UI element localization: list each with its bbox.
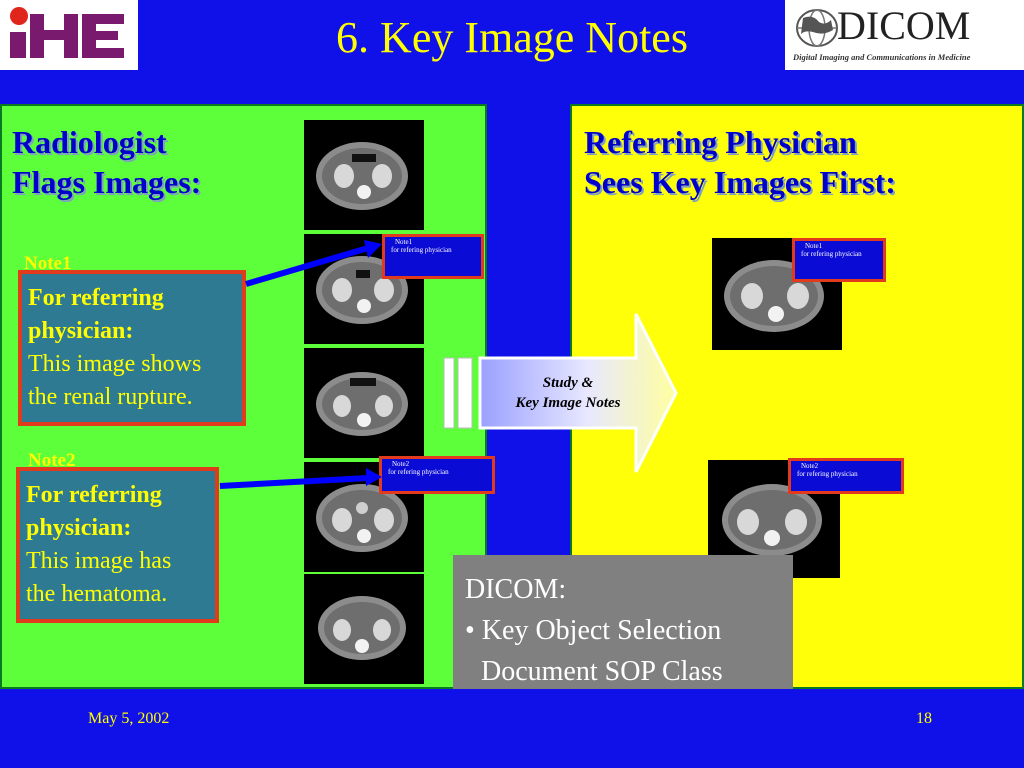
note2-bold-line1: For referring	[26, 482, 162, 508]
ihe-logo	[0, 0, 138, 70]
mini-note-1-label: Note1	[395, 238, 413, 246]
arrow-stripe-1	[443, 357, 455, 429]
note1-bold-line1: For referring	[28, 285, 164, 311]
dicom-info-box: DICOM: • Key Object Selection Document S…	[453, 555, 793, 689]
dicom-tagline: Digital Imaging and Communications in Me…	[793, 52, 971, 62]
dicom-box-line1: DICOM:	[465, 574, 567, 605]
arrow-label-line2: Key Image Notes	[515, 395, 621, 411]
note1-text-line2: the renal rupture.	[28, 384, 193, 410]
right-heading: Referring Physician Sees Key Images Firs…	[584, 122, 896, 202]
note1-box: For referring physician: This image show…	[18, 270, 246, 426]
mini-note-1-text: for refering physician	[391, 246, 452, 254]
ct-image-5	[304, 574, 424, 684]
note1-bold-line2: physician:	[28, 318, 134, 344]
note1-connector-arrow	[245, 245, 369, 287]
note1-label: Note1	[24, 253, 72, 274]
right-mini-note-1: Note1 for refering physician	[792, 238, 886, 282]
right-heading-line1: Referring Physician	[584, 124, 857, 160]
right-mini-note-2-text: for refering physician	[797, 470, 858, 478]
dicom-box-line3: Document SOP Class	[481, 656, 723, 687]
footer-page-number: 18	[916, 710, 932, 727]
arrow-stripe-2	[457, 357, 473, 429]
right-mini-note-1-text: for refering physician	[801, 250, 862, 258]
connector-arrows	[219, 240, 382, 489]
left-heading-line2: Flags Images:	[12, 164, 202, 200]
note2-text-line2: the hematoma.	[26, 581, 168, 607]
arrow-label-line1: Study &	[542, 375, 594, 391]
arrow-body	[478, 313, 678, 473]
left-heading-line1: Radiologist	[12, 124, 167, 160]
right-mini-note-1-label: Note1	[805, 242, 823, 250]
note1-text-line1: This image shows	[28, 351, 202, 377]
note2-text-line1: This image has	[26, 548, 172, 574]
globe-icon	[796, 9, 838, 47]
mini-note-2: Note2 for refering physician	[379, 456, 495, 494]
note2-bold-line2: physician:	[26, 515, 132, 541]
note1-arrowhead	[364, 240, 382, 258]
dicom-logo: DICOM Digital Imaging and Communications…	[785, 0, 1024, 70]
arrow-label: Study & Key Image Notes	[488, 373, 648, 413]
left-panel: Radiologist Flags Images: Note1 For refe…	[0, 104, 495, 689]
right-mini-note-2-label: Note2	[801, 462, 819, 470]
ct-image-3	[304, 348, 424, 458]
right-mini-note-2: Note2 for refering physician	[788, 458, 904, 494]
transfer-arrow	[443, 313, 678, 473]
ihe-logo-graphic	[10, 7, 124, 58]
slide-title: 6. Key Image Notes	[336, 13, 688, 62]
footer-date: May 5, 2002	[88, 710, 170, 727]
note2-connector-arrow	[219, 475, 369, 489]
mini-note-2-text: for refering physician	[388, 468, 449, 476]
left-heading: Radiologist Flags Images:	[12, 122, 201, 202]
mini-note-1: Note1 for refering physician	[382, 234, 484, 279]
mini-note-2-label: Note2	[392, 460, 410, 468]
right-heading-line2: Sees Key Images First:	[584, 164, 896, 200]
note2-label: Note2	[28, 450, 76, 471]
note2-arrowhead	[366, 468, 382, 486]
note2-box: For referring physician: This image has …	[16, 467, 219, 623]
dicom-box-line2: • Key Object Selection	[465, 615, 722, 646]
ct-image-1	[304, 120, 424, 230]
dicom-wordmark: DICOM	[837, 3, 971, 48]
